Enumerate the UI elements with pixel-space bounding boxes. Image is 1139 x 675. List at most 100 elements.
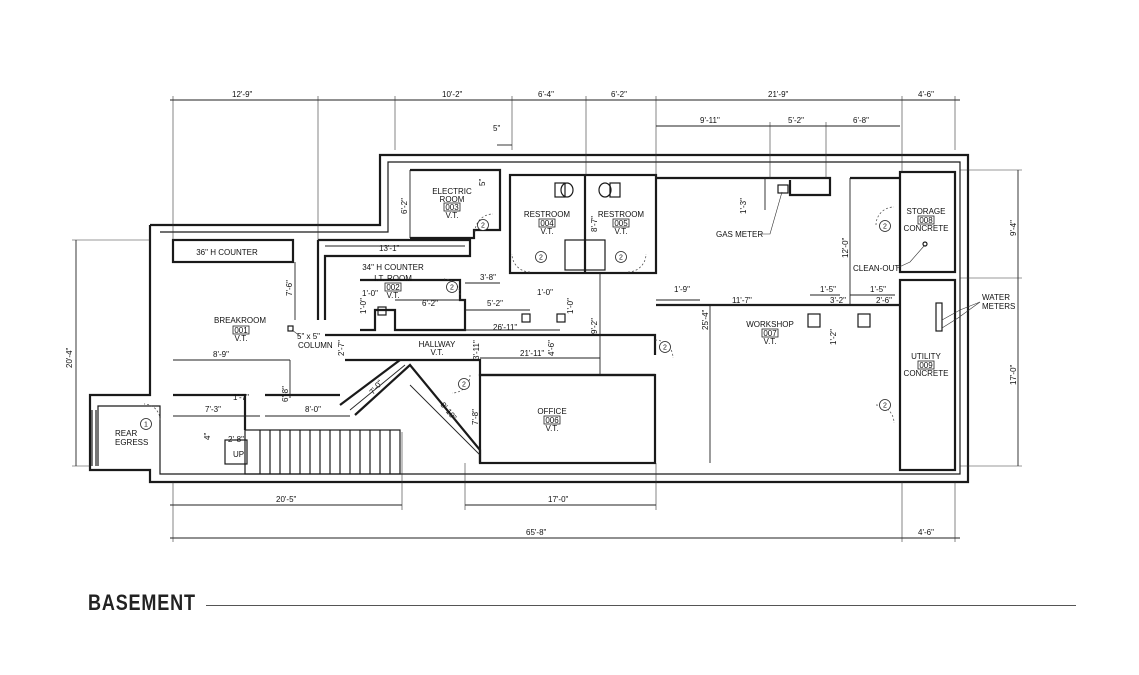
room-name-breakroom: BREAKROOM [214, 316, 266, 325]
dim-top-1: 12'-9" [232, 90, 253, 99]
room-finish-electric: V.T. [445, 211, 458, 220]
svg-text:2: 2 [462, 382, 466, 389]
room-finish-workshop: V.T. [763, 337, 776, 346]
room-name-restroom-004: RESTROOM [524, 210, 571, 219]
svg-text:8'-7": 8'-7" [590, 216, 599, 232]
svg-text:1'-0": 1'-0" [362, 289, 378, 298]
annotations: 36" H COUNTER 34" H COUNTER 5" x 5" COLU… [115, 191, 1015, 459]
toilet-icon [609, 182, 621, 198]
dim-right-2: 17'-0" [1009, 364, 1018, 385]
svg-text:3'-2": 3'-2" [830, 296, 846, 305]
dim-top-6: 4'-6" [918, 90, 934, 99]
page-title: BASEMENT [88, 590, 196, 615]
door-tag-2 [477, 219, 489, 231]
svg-text:1'-7": 1'-7" [233, 393, 249, 402]
room-finish-office: V.T. [545, 424, 558, 433]
rear-egress-label-1: REAR [115, 429, 137, 438]
counter-36 [171, 238, 295, 264]
door-tag-1 [140, 418, 152, 430]
dim-bottom-3: 65'-8" [526, 528, 547, 537]
svg-text:6'-8": 6'-8" [281, 386, 290, 402]
dim-bottom-4: 4'-6" [918, 528, 934, 537]
svg-text:2: 2 [663, 345, 667, 352]
title-rule [206, 605, 1076, 606]
room-name-electric-1: ELECTRIC [432, 187, 472, 196]
svg-text:2: 2 [450, 285, 454, 292]
room-num-utility: 009 [919, 361, 933, 370]
room-finish-utility: CONCRETE [904, 369, 949, 378]
svg-text:2'-8": 2'-8" [228, 435, 244, 444]
room-name-electric-2: ROOM [440, 195, 465, 204]
svg-text:25'-4": 25'-4" [701, 309, 710, 330]
clean-out-icon [922, 241, 928, 247]
svg-text:1'-0": 1'-0" [359, 298, 368, 314]
svg-text:12'-0": 12'-0" [841, 237, 850, 258]
door-tag-2 [458, 378, 470, 390]
svg-text:9'-2": 9'-2" [590, 318, 599, 334]
hallway-name: HALLWAY [419, 340, 456, 349]
dim-bottom-1: 20'-5" [276, 495, 297, 504]
column-label-1: 5" x 5" [297, 332, 320, 341]
svg-text:2: 2 [481, 223, 485, 230]
svg-text:13'-1": 13'-1" [379, 244, 400, 253]
dim-top-3: 6'-4" [538, 90, 554, 99]
gas-meter-label: GAS METER [716, 230, 763, 239]
counter-34-label: 34" H COUNTER [362, 263, 424, 272]
room-finish-breakroom: V.T. [234, 334, 247, 343]
svg-text:6'-2": 6'-2" [422, 299, 438, 308]
door-tag-2 [879, 399, 891, 411]
counter-36-label: 36" H COUNTER [196, 248, 258, 257]
svg-text:8'-0": 8'-0" [305, 405, 321, 414]
room-labels: BREAKROOM 001 V.T. I.T. ROOM 002 V.T. EL… [214, 187, 948, 433]
svg-text:1: 1 [144, 422, 148, 429]
svg-text:11'-7": 11'-7" [732, 296, 752, 305]
dim-top2-1: 5" [493, 124, 500, 133]
water-meter-icon [935, 302, 943, 332]
room-num-office: 006 [545, 416, 559, 425]
dim-top2-4: 6'-8" [853, 116, 869, 125]
svg-text:7'-6": 7'-6" [285, 280, 294, 296]
svg-text:1'-5": 1'-5" [870, 285, 886, 294]
dim-top2-3: 5'-2" [788, 116, 804, 125]
hallway-finish: V.T. [430, 348, 443, 357]
svg-text:1'-5": 1'-5" [820, 285, 836, 294]
svg-text:7'-8": 7'-8" [471, 409, 480, 425]
room-finish-restroom-004: V.T. [540, 227, 553, 236]
room-finish-storage: CONCRETE [904, 224, 949, 233]
clean-out-label: CLEAN-OUT [853, 264, 899, 273]
room-finish-restroom-005: V.T. [614, 227, 627, 236]
room-name-office: OFFICE [537, 407, 566, 416]
svg-text:4": 4" [203, 433, 212, 440]
room-finish-it: V.T. [386, 291, 399, 300]
door-tags: 1 2 2 2 2 2 2 2 2 [140, 219, 891, 430]
svg-text:6'-2": 6'-2" [400, 198, 409, 214]
svg-text:26'-11": 26'-11" [493, 323, 517, 332]
svg-text:2: 2 [883, 224, 887, 231]
svg-text:2: 2 [619, 255, 623, 262]
svg-text:5'-2": 5'-2" [487, 299, 503, 308]
exterior-walls [88, 153, 970, 484]
water-meters-label-2: METERS [982, 302, 1015, 311]
svg-text:2: 2 [883, 403, 887, 410]
room-name-utility: UTILITY [911, 352, 941, 361]
svg-text:1'-0": 1'-0" [537, 288, 553, 297]
dimension-lines [72, 96, 1022, 542]
dim-left: 20'-4" [65, 347, 74, 368]
column-label-2: COLUMN [298, 341, 333, 350]
dim-right-1: 9'-4" [1009, 220, 1018, 236]
room-name-restroom-005: RESTROOM [598, 210, 645, 219]
stairs [91, 410, 391, 474]
room-num-restroom-005: 005 [614, 219, 628, 228]
room-num-restroom-004: 004 [540, 219, 554, 228]
room-num-breakroom: 001 [234, 326, 248, 335]
fixtures [287, 182, 943, 332]
door-tag-2 [446, 281, 458, 293]
svg-text:3'-11": 3'-11" [472, 340, 481, 360]
svg-text:1'-9": 1'-9" [674, 285, 690, 294]
dim-top-4: 6'-2" [611, 90, 627, 99]
door-tag-2 [535, 251, 547, 263]
water-meters-label-1: WATER [982, 293, 1010, 302]
svg-text:3'-8": 3'-8" [480, 273, 496, 282]
up-label: UP [233, 450, 244, 459]
column-icon [287, 325, 294, 332]
